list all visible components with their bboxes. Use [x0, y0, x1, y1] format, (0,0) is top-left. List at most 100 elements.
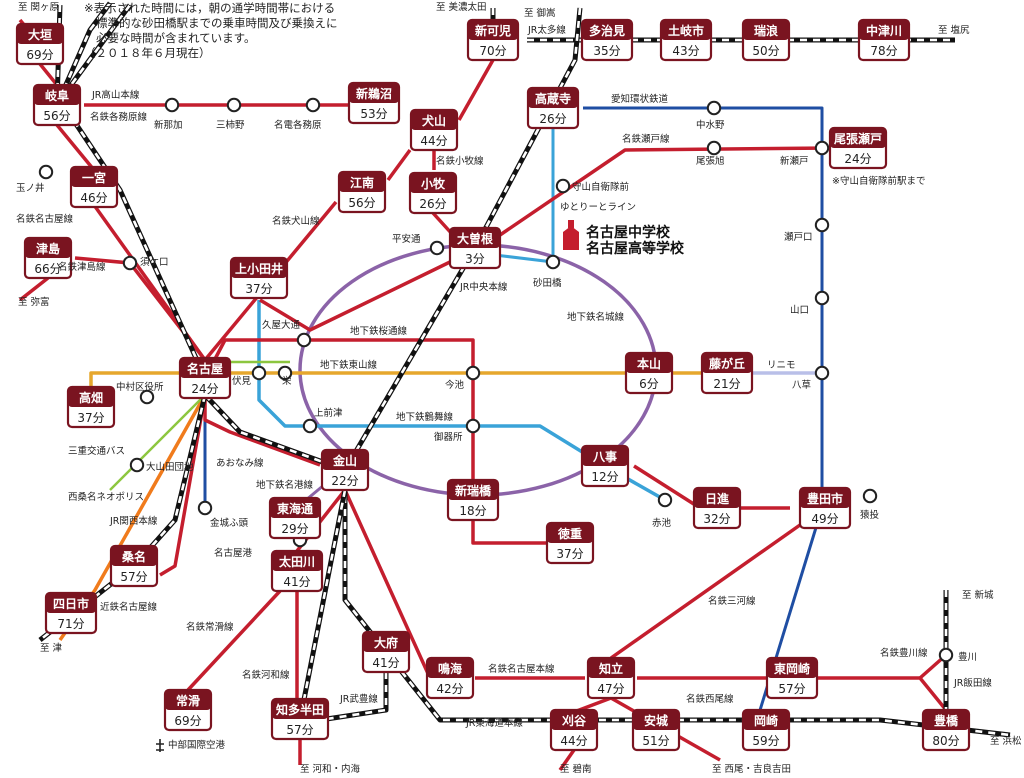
station-dot[interactable] [277, 365, 293, 381]
station-dot[interactable] [197, 500, 213, 516]
jr-line-dash [204, 394, 346, 472]
station-dot[interactable] [814, 365, 830, 381]
station-time: 80分 [932, 734, 959, 748]
station-dot[interactable] [164, 97, 180, 113]
label-to-mitake: 至 御嵩 [524, 7, 556, 19]
station-chitahanda[interactable]: 知多半田 57分 [270, 697, 330, 741]
station-dot[interactable] [555, 178, 571, 194]
station-name: 高畑 [79, 390, 103, 405]
station-time: 41分 [372, 656, 399, 670]
station-dot[interactable] [545, 254, 561, 270]
label-to-yatomi: 至 弥富 [18, 296, 50, 308]
station-dot[interactable] [129, 457, 145, 473]
station-name: 金山 [332, 453, 357, 468]
label-sunadabashi: 砂田橋 [533, 277, 562, 289]
station-dot[interactable] [814, 217, 830, 233]
station-dot[interactable] [465, 365, 481, 381]
station-name: 高蔵寺 [535, 91, 571, 106]
station-name: 太田川 [279, 554, 315, 569]
station-name: 上小田井 [235, 261, 283, 276]
station-dot[interactable] [706, 140, 722, 156]
station-time: 57分 [778, 682, 805, 696]
station-dot[interactable] [122, 255, 138, 271]
station-dot[interactable] [706, 100, 722, 116]
station-dot[interactable] [862, 488, 878, 504]
label-aikan: 愛知環状鉄道 [611, 93, 669, 105]
label-imaike: 今池 [445, 379, 465, 391]
station-name: 津島 [36, 241, 60, 256]
station-dot[interactable] [657, 492, 673, 508]
station-name: 岐阜 [45, 88, 69, 103]
station-dot[interactable] [938, 647, 954, 663]
station-dot[interactable] [226, 97, 242, 113]
station-dot[interactable] [429, 240, 445, 256]
rail-line [609, 523, 802, 660]
station-dot[interactable] [38, 164, 54, 180]
station-dot[interactable] [139, 389, 155, 405]
station-name: 知多半田 [275, 702, 324, 717]
label-yakusa: 八草 [792, 379, 811, 391]
jr-line-dash [298, 489, 347, 721]
label-aonami: あおなみ線 [216, 457, 264, 469]
label-linimo: リニモ [767, 360, 796, 371]
label-seibu-nagoya: 西桑名ネオポリス [68, 491, 144, 503]
station-name: 安城 [644, 713, 668, 728]
station-dot[interactable] [814, 290, 830, 306]
station-dot[interactable] [465, 418, 481, 434]
transfer-dots [38, 97, 954, 663]
station-dot[interactable] [302, 418, 318, 434]
station-dot[interactable] [251, 365, 267, 381]
station-name: 本山 [637, 356, 661, 371]
station-time: 57分 [286, 723, 313, 737]
station-time: 70分 [479, 44, 506, 58]
label-to-shinshiro: 至 新城 [962, 589, 994, 601]
note-line: 必要な時間が含まれています。 [96, 31, 256, 45]
station-dot[interactable] [814, 140, 830, 156]
label-sanage: 猿投 [860, 509, 880, 521]
station-dot[interactable] [296, 332, 312, 348]
station-time: 71分 [57, 617, 84, 631]
rail-line [583, 106, 824, 721]
station-dot[interactable] [305, 97, 321, 113]
